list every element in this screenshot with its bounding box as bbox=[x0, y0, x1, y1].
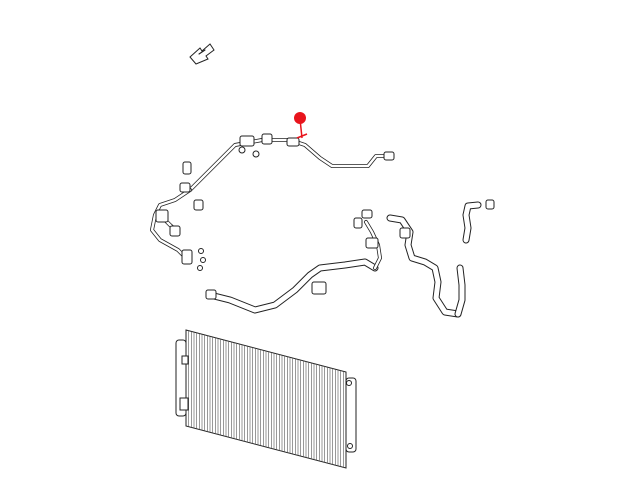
ac-discharge-line bbox=[188, 133, 395, 192]
condenser bbox=[175, 329, 357, 469]
liquid-line bbox=[205, 209, 382, 314]
heater-hoses bbox=[386, 199, 495, 318]
direction-arrow-icon bbox=[189, 43, 215, 65]
ac-suction-line bbox=[150, 161, 206, 271]
callout-marker-icon bbox=[294, 112, 308, 139]
